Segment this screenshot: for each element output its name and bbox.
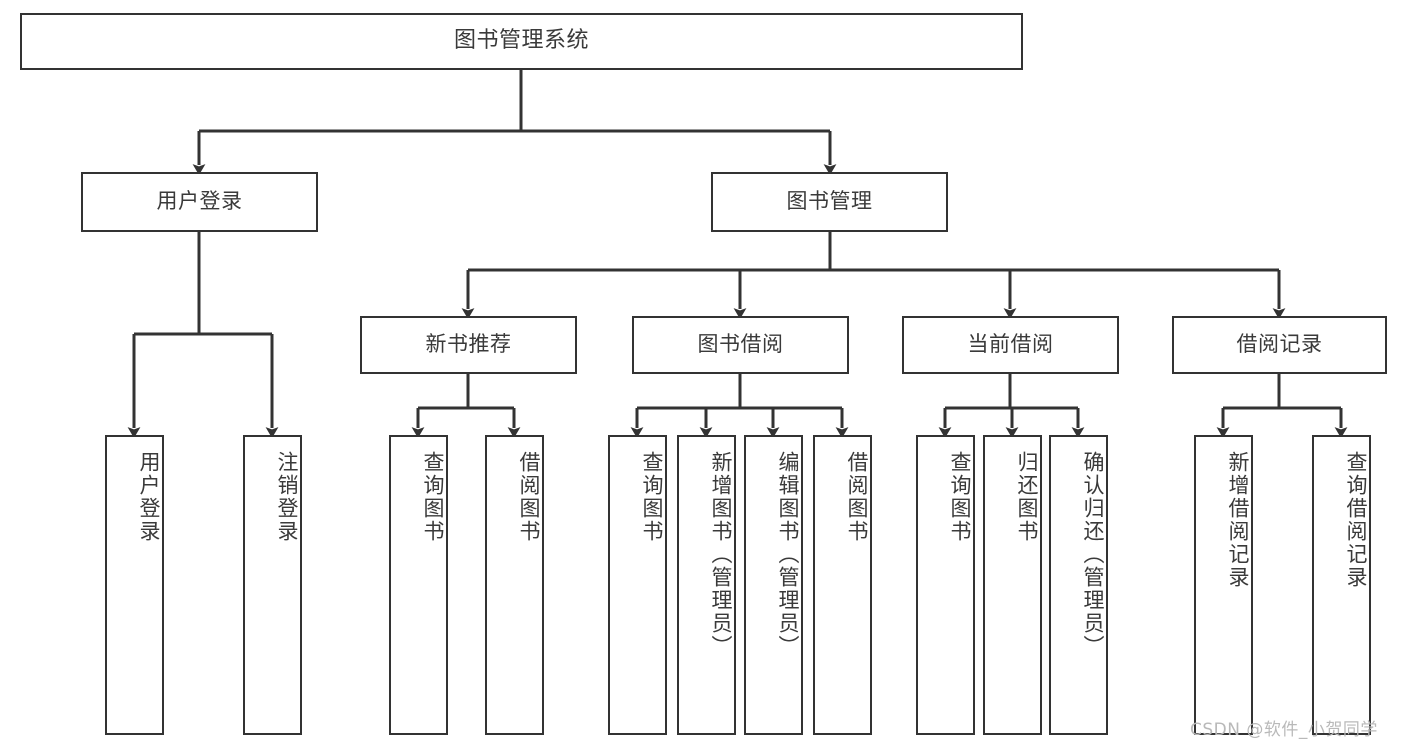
node-new-book-recommend[interactable]: 新书推荐 <box>360 316 577 374</box>
node-leaf-query-record[interactable]: 查询借阅记录 <box>1312 435 1371 735</box>
node-label: 图书管理系统 <box>453 28 589 54</box>
node-label: 归还图书 <box>1015 451 1039 543</box>
node-label: 编辑图书（管理员） <box>776 451 800 658</box>
node-label: 确认归还（管理员） <box>1081 451 1105 658</box>
node-label: 新书推荐 <box>425 332 512 357</box>
node-label: 借阅图书 <box>517 451 541 543</box>
node-borrow-record[interactable]: 借阅记录 <box>1172 316 1387 374</box>
csdn-watermark: CSDN @软件_小贺同学 <box>1190 720 1378 740</box>
node-current-borrow[interactable]: 当前借阅 <box>902 316 1119 374</box>
node-label: 用户登录 <box>156 189 243 214</box>
node-leaf-borrow-book-1[interactable]: 借阅图书 <box>485 435 544 735</box>
node-label: 借阅记录 <box>1236 332 1323 357</box>
node-label: 当前借阅 <box>967 332 1054 357</box>
node-label: 查询图书 <box>640 451 664 543</box>
node-label: 用户登录 <box>137 451 161 543</box>
node-leaf-user-login[interactable]: 用户登录 <box>105 435 164 735</box>
node-leaf-edit-book[interactable]: 编辑图书（管理员） <box>744 435 803 735</box>
node-leaf-return-book[interactable]: 归还图书 <box>983 435 1042 735</box>
node-leaf-confirm-return[interactable]: 确认归还（管理员） <box>1049 435 1108 735</box>
node-user-login[interactable]: 用户登录 <box>81 172 318 232</box>
node-label: 注销登录 <box>275 451 299 543</box>
node-label: 新增图书（管理员） <box>709 451 733 658</box>
node-label: 查询图书 <box>948 451 972 543</box>
node-label: 新增借阅记录 <box>1226 451 1250 589</box>
node-leaf-add-book[interactable]: 新增图书（管理员） <box>677 435 736 735</box>
node-label: 查询借阅记录 <box>1344 451 1368 589</box>
node-leaf-borrow-book-2[interactable]: 借阅图书 <box>813 435 872 735</box>
node-book-management[interactable]: 图书管理 <box>711 172 948 232</box>
node-label: 查询图书 <box>421 451 445 543</box>
node-book-borrow[interactable]: 图书借阅 <box>632 316 849 374</box>
node-label: 图书借阅 <box>697 332 784 357</box>
node-label: 图书管理 <box>786 189 873 214</box>
node-book-management-system[interactable]: 图书管理系统 <box>20 13 1023 70</box>
node-leaf-add-record[interactable]: 新增借阅记录 <box>1194 435 1253 735</box>
node-leaf-logout-login[interactable]: 注销登录 <box>243 435 302 735</box>
node-leaf-query-book-2[interactable]: 查询图书 <box>608 435 667 735</box>
node-leaf-query-book-1[interactable]: 查询图书 <box>389 435 448 735</box>
node-leaf-query-book-3[interactable]: 查询图书 <box>916 435 975 735</box>
node-label: 借阅图书 <box>845 451 869 543</box>
